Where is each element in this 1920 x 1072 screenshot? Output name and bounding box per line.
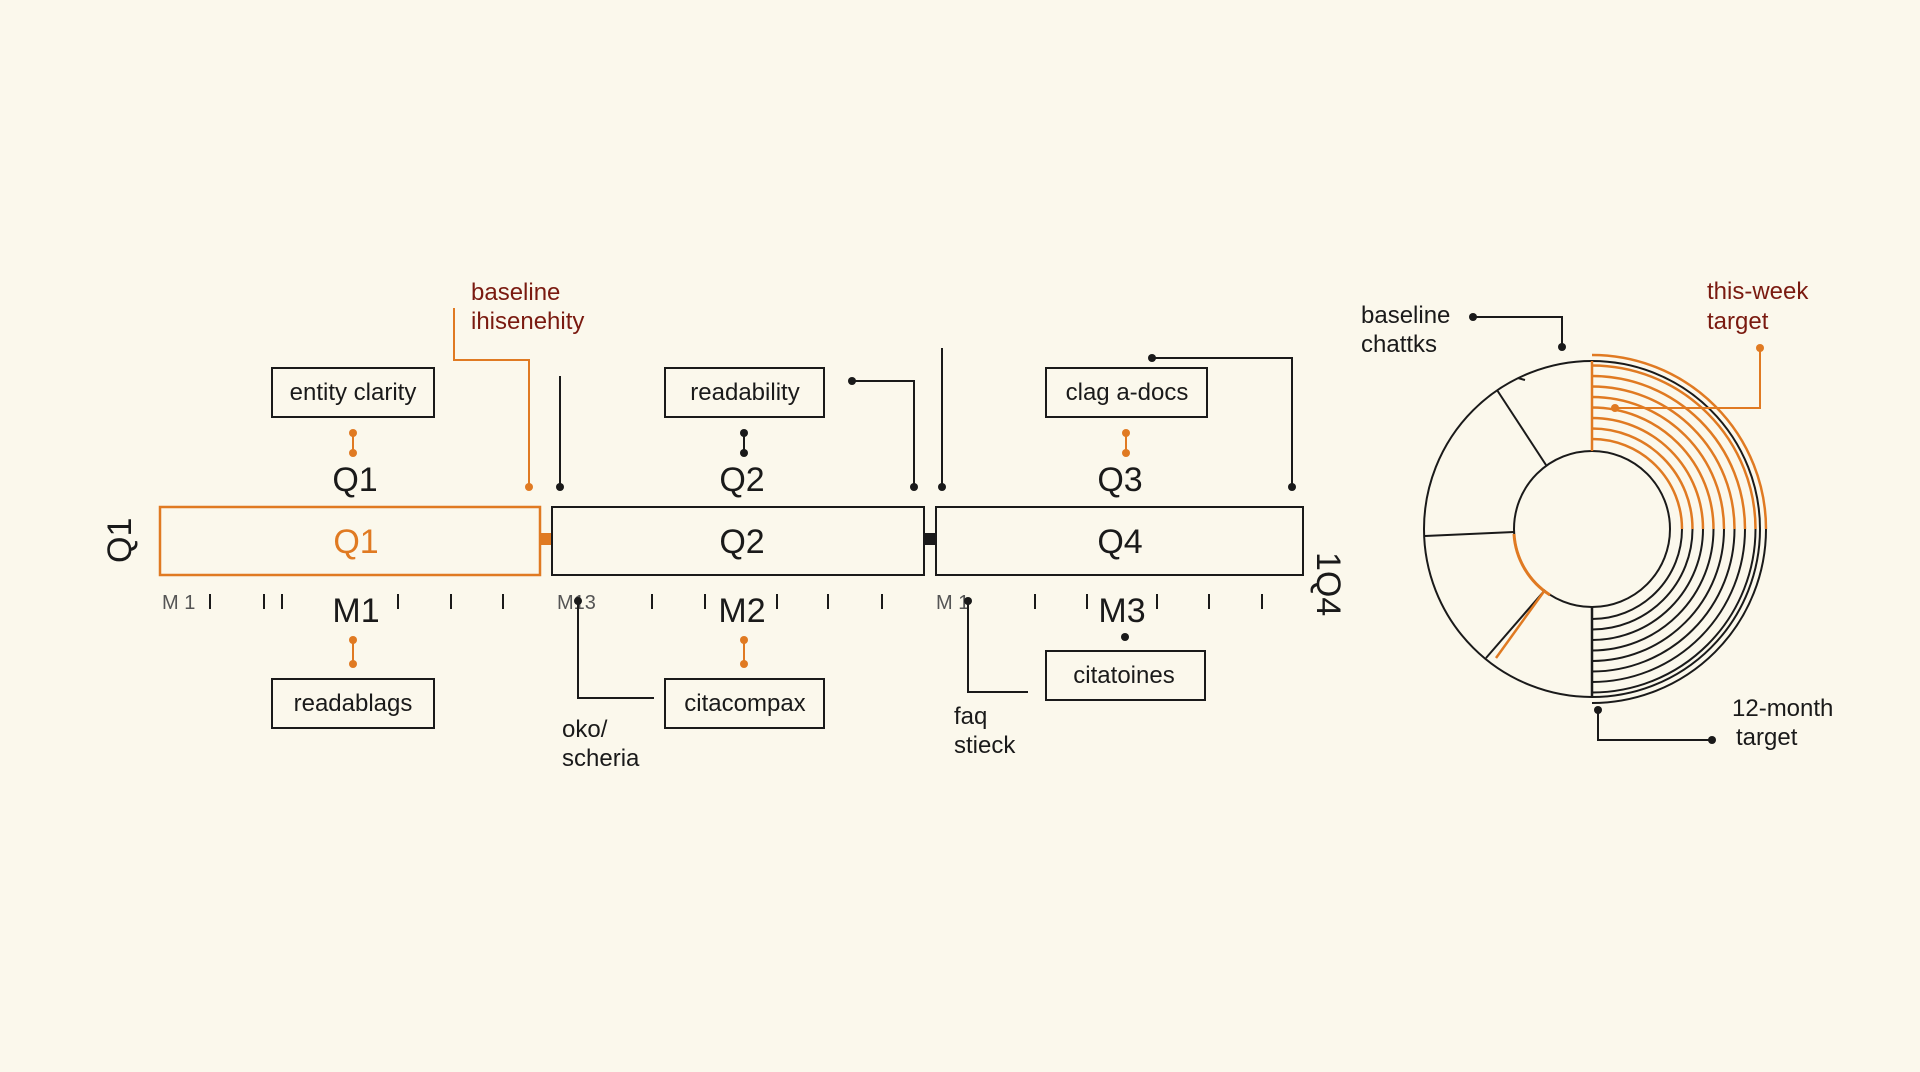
connector-top-q2 xyxy=(740,429,748,457)
gauge-arcs-this-week xyxy=(1591,353,1768,530)
connector-bottom-m2 xyxy=(740,636,748,668)
callout-baseline-line2: ihisenehity xyxy=(471,308,584,335)
radial-baseline-line2: chattks xyxy=(1361,331,1437,358)
this-week-arc xyxy=(1591,374,1747,530)
bar-connector-1 xyxy=(540,533,552,545)
top-box-entity-clarity[interactable] xyxy=(271,367,435,418)
12-month-arc xyxy=(1591,528,1694,631)
month-label-m2: M2 xyxy=(718,592,765,630)
month-tick-m1a: M 1 xyxy=(162,592,195,614)
leader-radial-baseline xyxy=(1473,316,1563,347)
connector-top-q1 xyxy=(349,429,357,457)
bar-label-q2: Q2 xyxy=(719,523,764,561)
12-month-arc xyxy=(1591,528,1683,620)
top-box-entity-clarity-text: entity clarity xyxy=(290,379,417,406)
callout-baseline-line1: baseline xyxy=(471,279,560,306)
12-month-arc xyxy=(1591,528,1704,641)
this-week-arc xyxy=(1591,395,1726,530)
quarter-bar-3[interactable] xyxy=(935,506,1304,576)
month-label-m1: M1 xyxy=(332,592,379,630)
this-week-arc xyxy=(1591,427,1694,530)
month-tick-m1b: M 1 xyxy=(936,592,969,614)
this-week-arc xyxy=(1591,385,1736,530)
callout-schema-line1: oko/ xyxy=(562,716,608,743)
connector-bottom-m1 xyxy=(349,636,357,668)
bottom-box-citatoines[interactable] xyxy=(1045,650,1206,701)
bottom-box-citatoines-text: citatoines xyxy=(1073,662,1174,689)
top-box-clag-docs[interactable] xyxy=(1045,367,1208,418)
this-week-arc xyxy=(1591,437,1684,530)
top-box-clag-docs-text: clag a-docs xyxy=(1066,379,1189,406)
leader-schema xyxy=(577,601,654,699)
leader-clag-right xyxy=(1152,357,1293,487)
12-month-arc xyxy=(1591,528,1767,704)
radial-12month-line2: target xyxy=(1736,724,1798,751)
month-label-m3: M3 xyxy=(1098,592,1145,630)
callout-faq-line2: stieck xyxy=(954,732,1016,759)
top-box-readability-text: readability xyxy=(690,379,799,406)
connector-bottom-m3 xyxy=(1121,633,1129,641)
quarter-header-q3: Q3 xyxy=(1097,461,1142,499)
12-month-arc xyxy=(1591,528,1757,694)
month-ticks xyxy=(209,594,1263,609)
radial-gauge xyxy=(1423,353,1768,704)
connector-top-q3 xyxy=(1122,429,1130,457)
bottom-box-citacompax[interactable] xyxy=(664,678,825,729)
bottom-box-citacompax-text: citacompax xyxy=(684,690,805,717)
leader-radial-12month xyxy=(1597,710,1712,741)
radial-thisweek-line2: target xyxy=(1707,308,1769,335)
this-week-arc xyxy=(1591,416,1705,530)
12-month-arc xyxy=(1591,528,1736,673)
radial-12month-line1: 12-month xyxy=(1732,695,1833,722)
gauge-arcs-12-month xyxy=(1591,528,1767,704)
leader-baseline xyxy=(453,308,530,487)
leader-faq xyxy=(967,601,1028,693)
bar-connector-2 xyxy=(924,533,936,545)
side-label-left: Q1 xyxy=(101,518,139,563)
bottom-box-readablags-text: readablags xyxy=(294,690,413,717)
this-week-arc xyxy=(1591,353,1768,530)
quarter-header-q1: Q1 xyxy=(332,461,377,499)
radial-baseline-line1: baseline xyxy=(1361,302,1450,329)
this-week-arc xyxy=(1591,406,1715,530)
callout-faq-line1: faq xyxy=(954,703,987,730)
gauge-inner-orange-arc xyxy=(1512,533,1551,597)
top-box-readability[interactable] xyxy=(664,367,825,418)
leader-readability-right xyxy=(852,380,915,487)
callout-schema-line2: scheria xyxy=(562,745,640,772)
side-label-right: 1Q4 xyxy=(1309,552,1347,616)
leader-radial-thisweek xyxy=(1615,348,1761,409)
this-week-arc xyxy=(1591,364,1757,530)
quarter-header-q2: Q2 xyxy=(719,461,764,499)
12-month-arc xyxy=(1591,528,1725,662)
bar-label-q1: Q1 xyxy=(333,523,378,561)
bottom-box-readablags[interactable] xyxy=(271,678,435,729)
12-month-arc xyxy=(1591,528,1715,652)
12-month-arc xyxy=(1591,528,1746,683)
bar-label-q4: Q4 xyxy=(1097,523,1142,561)
leader-baseline-dot xyxy=(525,483,533,491)
radial-thisweek-line1: this-week xyxy=(1707,278,1809,305)
